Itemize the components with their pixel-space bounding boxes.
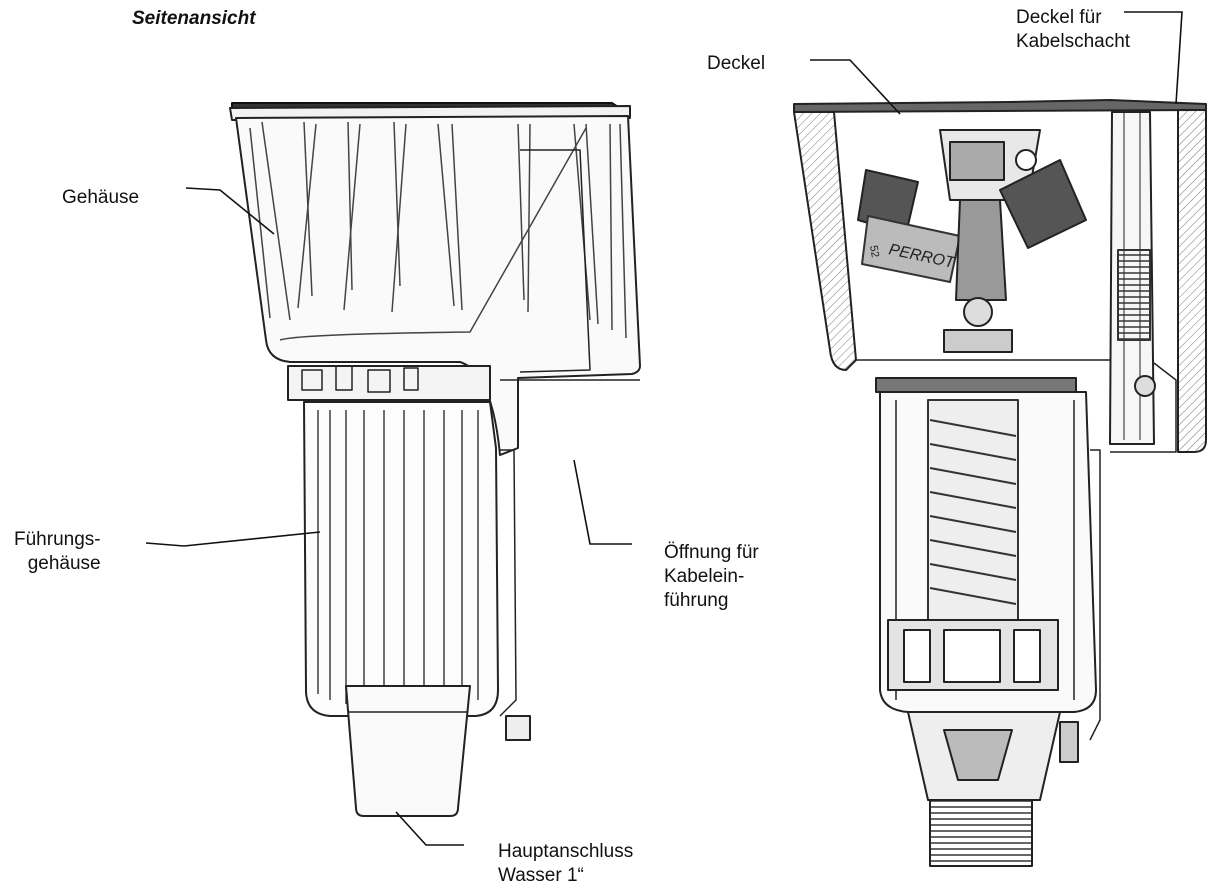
leader-oeffnung bbox=[573, 459, 632, 545]
label-fuehrungsgehaeuse: Führungs- gehäuse bbox=[14, 529, 101, 574]
housing-wall-left bbox=[793, 111, 857, 371]
leader-lines bbox=[145, 11, 1183, 846]
label-gehaeuse: Gehäuse bbox=[62, 187, 140, 208]
housing-wall-right bbox=[1177, 109, 1207, 453]
leader-deckel bbox=[810, 59, 901, 115]
leader-hauptanschluss bbox=[395, 811, 464, 846]
main-connection bbox=[345, 685, 471, 817]
spring bbox=[927, 399, 1019, 621]
view-title: Seitenansicht bbox=[132, 8, 256, 29]
side-view bbox=[229, 102, 641, 817]
label-hauptanschluss: Hauptanschluss Wasser 1“ bbox=[498, 841, 634, 886]
cross-section: PERROT 52 bbox=[793, 99, 1207, 867]
right-nozzle bbox=[999, 159, 1087, 249]
guide-housing bbox=[303, 401, 499, 717]
thread-connector bbox=[929, 799, 1033, 867]
leader-gehaeuse bbox=[185, 187, 275, 235]
brand-block bbox=[861, 215, 961, 283]
brand-number: 52 bbox=[867, 244, 881, 258]
guide-collar bbox=[287, 365, 491, 401]
leader-deckel-kabelschacht bbox=[1124, 11, 1183, 105]
label-deckel-kabelschacht: Deckel für Kabelschacht bbox=[1016, 7, 1131, 52]
lid bbox=[793, 99, 1207, 113]
label-deckel: Deckel bbox=[707, 53, 766, 74]
leader-fuehrungsgehaeuse bbox=[145, 531, 321, 547]
label-oeffnung: Öffnung für Kabelein- führung bbox=[664, 542, 759, 611]
